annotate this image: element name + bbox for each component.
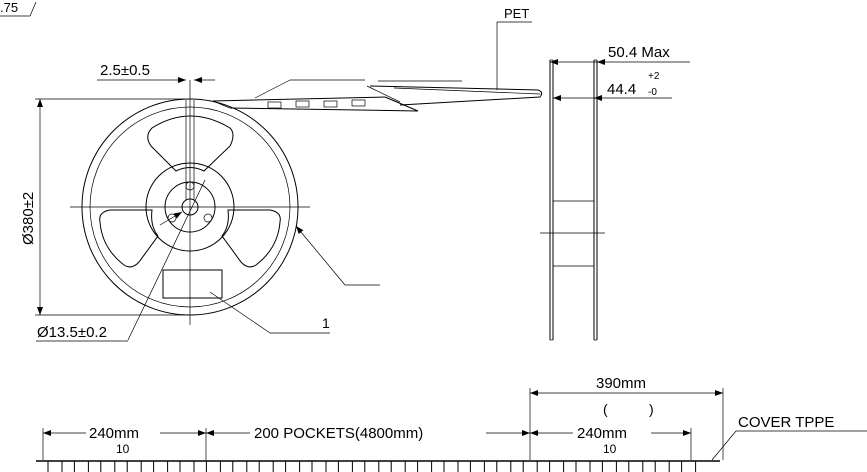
reel-window-right xyxy=(221,209,281,268)
hub-width-minus: -0 xyxy=(648,87,657,98)
tape-pocket-17 xyxy=(469,461,485,472)
tape-pocket-15 xyxy=(417,461,433,472)
tape-pocket-24 xyxy=(654,461,670,472)
rim-leader-diagonal xyxy=(295,225,346,286)
leader-1-diagonal xyxy=(209,291,271,334)
slot-width-label: 2.5±0.5 xyxy=(100,62,150,79)
tape-pocket-25 xyxy=(681,461,697,472)
tape-pocket-9 xyxy=(258,461,274,472)
tape-pocket-6 xyxy=(179,461,195,472)
pet-label: PET xyxy=(504,6,529,21)
tape-pocket-2 xyxy=(73,461,89,472)
trailer-240-label: 240mm xyxy=(577,425,627,442)
count-10-label: 10 xyxy=(116,442,130,456)
tape-pocket-19 xyxy=(522,461,538,472)
drive-hole-right xyxy=(203,213,213,223)
pockets-200-label: 200 POCKETS(4800mm) xyxy=(254,425,423,442)
leader-240-label: 240mm xyxy=(89,425,139,442)
reel-diameter-label: Ø380±2 xyxy=(20,192,37,245)
reel-side-view xyxy=(540,59,605,341)
width-max-label: 50.4 Max xyxy=(608,44,670,61)
length-390-label: 390mm xyxy=(596,375,646,392)
cover-tape-label: COVER TPPE xyxy=(738,414,834,431)
tape-pocket-3 xyxy=(323,100,338,108)
tape-pocket-13 xyxy=(364,461,380,472)
tape-pocket-2 xyxy=(295,100,310,108)
reel-window-top xyxy=(147,115,234,172)
tape-pocket-10 xyxy=(285,461,301,472)
hub-width-plus: +2 xyxy=(648,71,660,82)
tape-pocket-18 xyxy=(496,461,512,472)
tape-pocket-1 xyxy=(267,101,282,109)
bottom-dimensions: 390mm 240mm 10 200 POCKETS(4800mm) 240mm… xyxy=(42,375,867,461)
count-10b-label: 10 xyxy=(603,442,617,456)
tape-pocket-16 xyxy=(443,461,459,472)
tape-bottom-edge xyxy=(229,107,419,112)
tape-pocket-4 xyxy=(351,99,366,107)
reel-front-view xyxy=(70,80,310,325)
cover-tape-leader xyxy=(711,430,737,461)
tape-pocket-21 xyxy=(575,461,591,472)
tape-top-edge xyxy=(212,96,386,102)
tape-pocket-3 xyxy=(100,461,116,472)
label-box xyxy=(162,269,223,299)
reel-window-left xyxy=(99,209,159,268)
tape-left-end xyxy=(212,100,231,109)
paren-open: ( xyxy=(603,401,608,417)
corner-label: .75 xyxy=(0,0,18,15)
pet-film-inner xyxy=(393,87,541,95)
hole-diameter-label: Ø13.5±0.2 xyxy=(37,324,107,341)
tape-pocket-4 xyxy=(126,461,142,472)
tape-pocket-5 xyxy=(153,461,169,472)
tape-pockets xyxy=(47,461,697,472)
tape-pocket-12 xyxy=(337,461,353,472)
tape-pocket-20 xyxy=(549,461,565,472)
tape-pocket-11 xyxy=(311,461,327,472)
cover-leader-diag xyxy=(366,85,401,103)
leader-1-label: 1 xyxy=(322,315,330,331)
tape-leader-diag xyxy=(254,79,291,99)
hub-width-label: 44.4 xyxy=(607,81,636,98)
tape-strip xyxy=(212,79,462,112)
tape-pocket-14 xyxy=(390,461,406,472)
tape-peel xyxy=(384,96,419,112)
tape-pocket-1 xyxy=(47,461,63,472)
tape-pocket-7 xyxy=(205,461,221,472)
tape-pocket-23 xyxy=(628,461,644,472)
corner-slash xyxy=(29,1,37,17)
hole-arrow xyxy=(159,211,183,226)
paren-close: ) xyxy=(649,401,654,417)
hole-leader xyxy=(127,179,206,341)
tape-pocket-8 xyxy=(232,461,248,472)
tape-pocket-22 xyxy=(601,461,617,472)
pet-film xyxy=(369,85,543,106)
